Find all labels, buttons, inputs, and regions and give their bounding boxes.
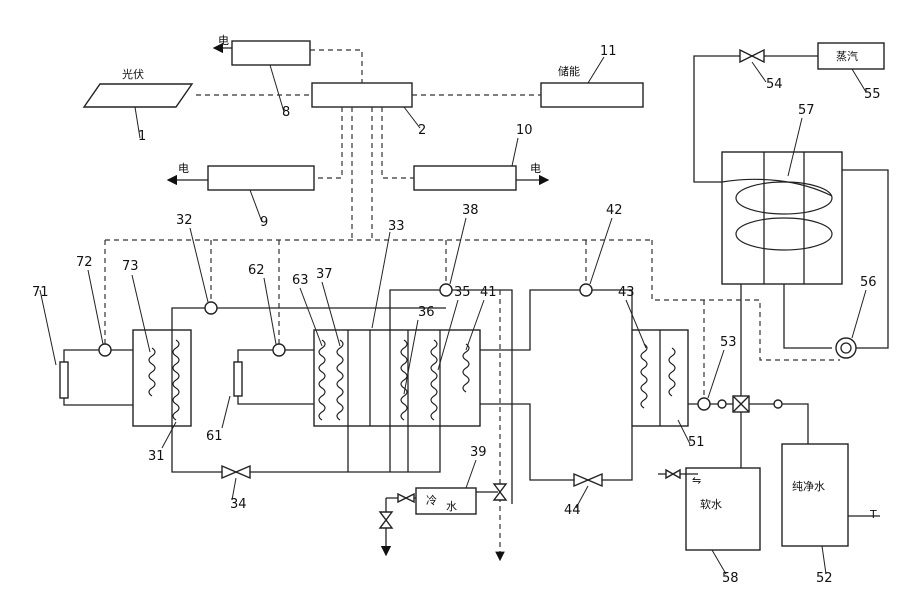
svg-text:72: 72 [76, 255, 93, 270]
svg-text:T: T [869, 508, 877, 521]
svg-text:软水: 软水 [700, 497, 722, 511]
svg-text:31: 31 [148, 449, 165, 464]
svg-text:63: 63 [292, 273, 309, 288]
svg-text:水: 水 [446, 500, 457, 513]
collector-61 [234, 362, 242, 396]
svg-text:电: 电 [218, 34, 229, 47]
svg-text:37: 37 [316, 267, 333, 282]
svg-text:58: 58 [722, 571, 739, 586]
svg-text:储能: 储能 [558, 64, 580, 78]
pump-38 [440, 284, 452, 296]
svg-text:纯净水: 纯净水 [792, 479, 825, 493]
svg-text:73: 73 [122, 259, 139, 274]
pump-56 [836, 338, 856, 358]
svg-text:9: 9 [260, 215, 268, 230]
svg-text:61: 61 [206, 429, 223, 444]
converter-8 [232, 41, 310, 65]
svg-text:1: 1 [138, 129, 146, 144]
svg-text:53: 53 [720, 335, 737, 350]
controller-2 [312, 83, 412, 107]
svg-text:8: 8 [282, 105, 290, 120]
svg-text:43: 43 [618, 285, 635, 300]
svg-text:32: 32 [176, 213, 193, 228]
svg-text:38: 38 [462, 203, 479, 218]
storage-11 [541, 83, 643, 107]
pump-32 [205, 302, 217, 314]
svg-text:电: 电 [178, 162, 189, 175]
svg-text:34: 34 [230, 497, 247, 512]
svg-text:55: 55 [864, 87, 881, 102]
svg-text:35: 35 [454, 285, 471, 300]
pv-panel [84, 84, 192, 107]
pump-53 [698, 398, 710, 410]
svg-text:2: 2 [418, 123, 426, 138]
load-9 [208, 166, 314, 190]
svg-text:电: 电 [530, 162, 541, 175]
svg-text:44: 44 [564, 503, 581, 518]
svg-text:54: 54 [766, 77, 783, 92]
svg-text:33: 33 [388, 219, 405, 234]
svg-text:42: 42 [606, 203, 623, 218]
pump-72 [99, 344, 111, 356]
svg-text:57: 57 [798, 103, 815, 118]
collector-71 [60, 362, 68, 398]
svg-text:冷: 冷 [426, 494, 437, 507]
pump-62 [273, 344, 285, 356]
svg-text:41: 41 [480, 285, 497, 300]
svg-text:71: 71 [32, 285, 49, 300]
load-10 [414, 166, 516, 190]
pump-42 [580, 284, 592, 296]
svg-text:10: 10 [516, 123, 533, 138]
pure-water-tank-52 [782, 444, 848, 546]
svg-text:⇋: ⇋ [692, 474, 701, 487]
svg-text:56: 56 [860, 275, 877, 290]
exchanger-31 [133, 330, 191, 426]
svg-text:62: 62 [248, 263, 265, 278]
pv-label: 光伏 [122, 67, 144, 81]
svg-text:39: 39 [470, 445, 487, 460]
svg-text:蒸汽: 蒸汽 [836, 49, 858, 63]
svg-text:51: 51 [688, 435, 705, 450]
svg-text:36: 36 [418, 305, 435, 320]
svg-text:11: 11 [600, 44, 617, 59]
svg-text:52: 52 [816, 571, 833, 586]
tank-33 [314, 330, 480, 426]
